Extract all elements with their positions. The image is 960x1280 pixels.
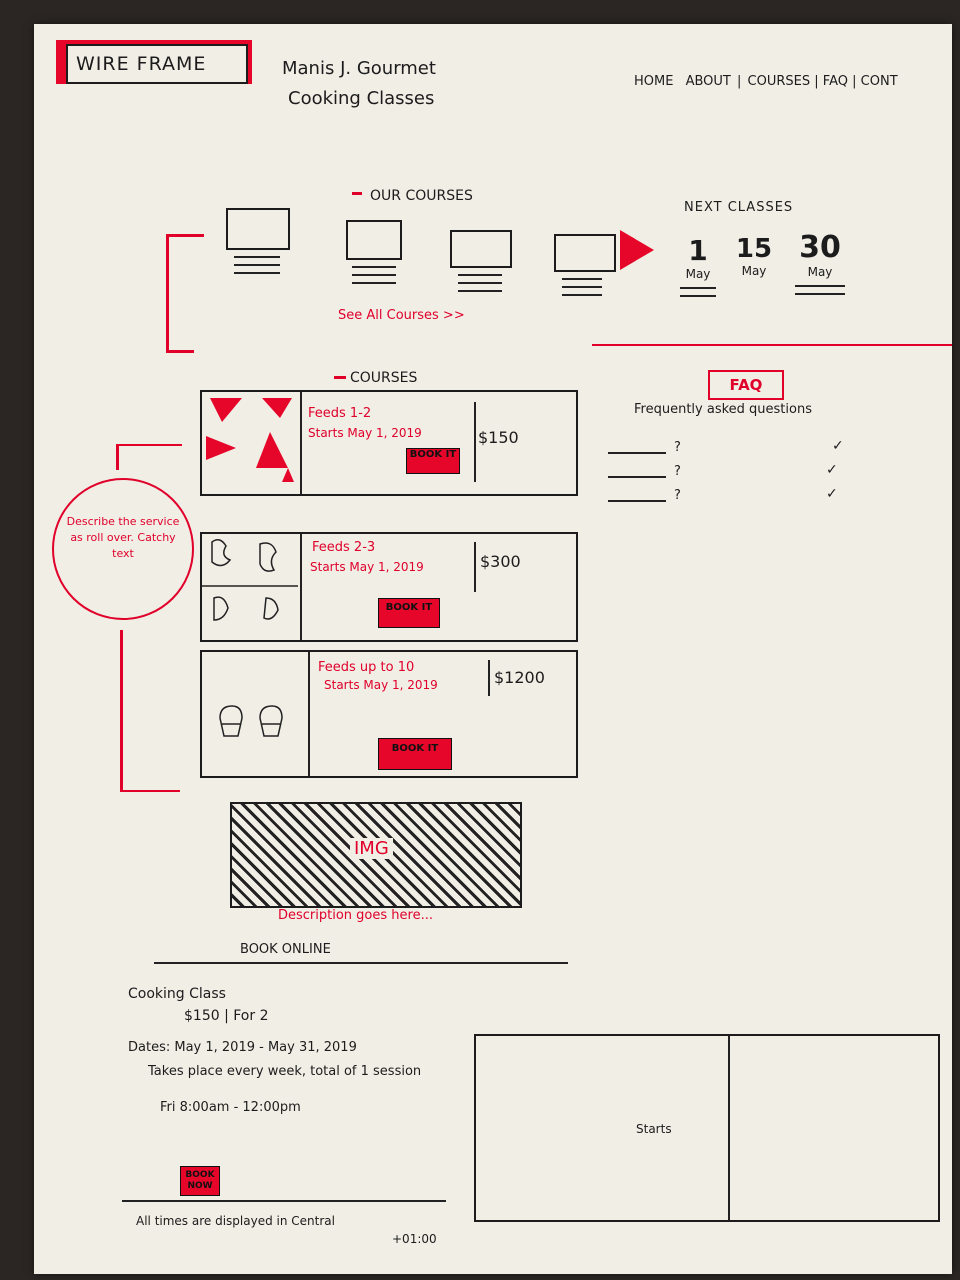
booking-time: Fri 8:00am - 12:00pm [160, 1100, 301, 1115]
course-card-1[interactable]: Feeds 1-2 Starts May 1, 2019 $150 BOOK I… [200, 390, 578, 496]
faq-item-1[interactable]: ? ✓ [608, 438, 848, 462]
nav-contact[interactable]: CONT [860, 74, 898, 89]
nav-home[interactable]: HOME [634, 74, 674, 89]
rollover-note-text: Describe the service as roll over. Catch… [66, 515, 180, 560]
book-it-button-1[interactable]: BOOK IT [406, 448, 460, 474]
timezone-offset: +01:00 [392, 1232, 437, 1246]
book-online-heading: BOOK ONLINE [240, 942, 331, 957]
course-thumb-4[interactable] [554, 234, 616, 302]
booking-dates: Dates: May 1, 2019 - May 31, 2019 [128, 1040, 357, 1055]
our-courses-heading: OUR COURSES [370, 188, 473, 204]
paper-sheet: WIRE FRAME Manis J. Gourmet Cooking Clas… [34, 24, 952, 1274]
next-class-date-1[interactable]: 1 May [674, 234, 722, 303]
courses-heading: COURSES [350, 370, 418, 386]
course-image-3 [202, 652, 310, 776]
course-thumb-2[interactable] [346, 220, 402, 290]
course-price-2: $300 [480, 552, 521, 571]
course-starts-3: Starts May 1, 2019 [324, 678, 438, 692]
course-image-2 [202, 534, 302, 640]
booking-price-line: $150 | For 2 [184, 1008, 269, 1024]
nav-about[interactable]: ABOUT [685, 74, 731, 89]
site-title-line1: Manis J. Gourmet [282, 58, 436, 79]
nav-courses[interactable]: COURSES [747, 74, 811, 89]
carousel-next-arrow-icon[interactable] [620, 230, 654, 270]
course-card-3[interactable]: Feeds up to 10 Starts May 1, 2019 $1200 … [200, 650, 578, 778]
feature-image: IMG [230, 802, 522, 908]
book-it-button-2[interactable]: BOOK IT [378, 598, 440, 628]
wireframe-badge: WIRE FRAME [56, 40, 252, 90]
course-thumb-1[interactable] [226, 208, 290, 280]
timezone-note: All times are displayed in Central [136, 1214, 335, 1228]
course-feeds-2: Feeds 2-3 [312, 540, 376, 555]
site-title-line2: Cooking Classes [288, 88, 435, 109]
feature-image-label: IMG [350, 838, 393, 859]
book-it-button-3[interactable]: BOOK IT [378, 738, 452, 770]
top-nav: HOME ABOUT | COURSES | FAQ | CONT [634, 74, 898, 89]
faq-item-2[interactable]: ? ✓ [608, 462, 848, 486]
check-icon: ✓ [826, 486, 838, 502]
course-feeds-3: Feeds up to 10 [318, 660, 415, 675]
faq-item-3[interactable]: ? ✓ [608, 486, 848, 510]
course-starts-2: Starts May 1, 2019 [310, 560, 424, 574]
next-class-date-3[interactable]: 30 May [790, 230, 850, 301]
calendar-widget[interactable]: Starts [474, 1034, 940, 1222]
book-now-button[interactable]: BOOK NOW [180, 1166, 220, 1196]
course-card-2[interactable]: Feeds 2-3 Starts May 1, 2019 $300 BOOK I… [200, 532, 578, 642]
see-all-courses-link[interactable]: See All Courses >> [338, 308, 465, 323]
course-price-1: $150 [478, 428, 519, 447]
calendar-starts-label: Starts [636, 1122, 672, 1136]
course-price-3: $1200 [494, 668, 545, 687]
faq-badge[interactable]: FAQ [708, 370, 784, 400]
course-feeds-1: Feeds 1-2 [308, 406, 372, 421]
check-icon: ✓ [826, 462, 838, 478]
check-icon: ✓ [832, 438, 844, 454]
course-thumb-3[interactable] [450, 230, 512, 298]
rollover-note: Describe the service as roll over. Catch… [52, 478, 194, 620]
wireframe-badge-label: WIRE FRAME [76, 53, 207, 75]
faq-subtitle: Frequently asked questions [634, 402, 812, 417]
booking-frequency: Takes place every week, total of 1 sessi… [148, 1064, 422, 1079]
next-classes-heading: NEXT CLASSES [684, 200, 794, 215]
booking-class-name: Cooking Class [128, 986, 226, 1002]
next-class-date-2[interactable]: 15 May [735, 234, 773, 278]
course-image-1 [202, 392, 302, 494]
feature-image-description: Description goes here... [278, 908, 433, 923]
nav-faq[interactable]: FAQ [822, 74, 848, 89]
faq-list: ? ✓ ? ✓ ? ✓ [608, 438, 848, 510]
course-starts-1: Starts May 1, 2019 [308, 426, 422, 440]
